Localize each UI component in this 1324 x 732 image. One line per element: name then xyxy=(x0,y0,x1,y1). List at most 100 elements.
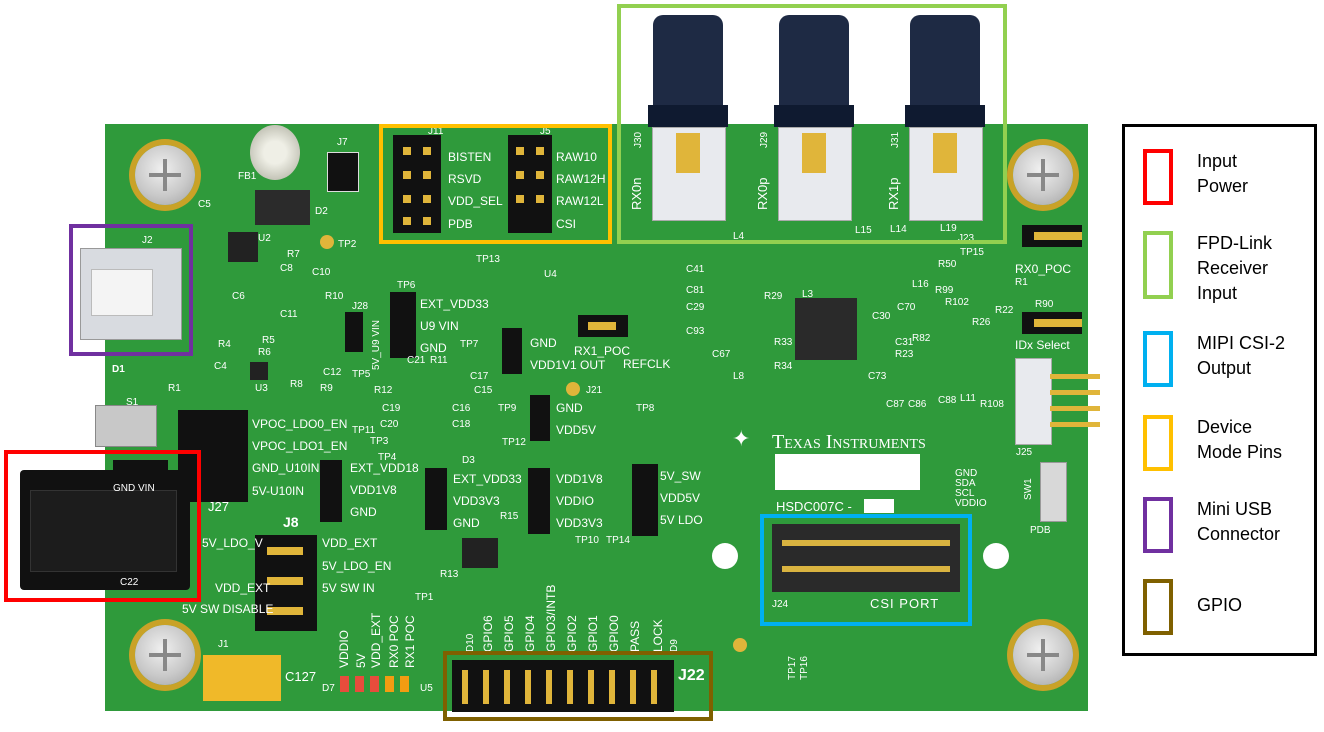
ref-r34: R34 xyxy=(774,361,793,372)
ref-fb1: FB1 xyxy=(238,171,257,182)
ref-j21: TP8 xyxy=(636,403,655,414)
ref-tp9: TP12 xyxy=(502,437,526,448)
header-j13 xyxy=(530,395,550,441)
header-j5 xyxy=(508,135,552,233)
legend-item-input-power: Input Power xyxy=(1143,149,1277,205)
ref-r1: R1 xyxy=(168,383,181,394)
ref-l11: L14 xyxy=(890,224,907,235)
ref-c5: C5 xyxy=(198,199,211,210)
ref-r108: R108 xyxy=(980,399,1004,410)
ref-l8: L11 xyxy=(960,393,976,404)
legend-label-fpd-link: FPD-Link Receiver Input xyxy=(1197,233,1273,303)
callout-input-power xyxy=(4,450,201,602)
coax-connector-rx0n xyxy=(648,15,728,221)
mounting-hole-right xyxy=(983,543,1009,569)
legend-swatch-mipi-csi2 xyxy=(1143,331,1173,387)
header-j7 xyxy=(327,152,359,192)
ref-tp8: TP13 xyxy=(476,254,500,265)
ref-tp10: TP14 xyxy=(606,535,630,546)
ref-c4: C4 xyxy=(214,361,227,372)
ref-r22: R50 xyxy=(938,259,957,270)
ref-c15: C19 xyxy=(382,403,401,414)
legend-item-fpd-link: FPD-Link Receiver Input xyxy=(1143,231,1287,306)
ref-r26: R1 xyxy=(1015,277,1028,288)
callout-gpio xyxy=(443,651,713,721)
ref-c8: C8 xyxy=(280,263,293,274)
ref-c81: C81 xyxy=(686,285,705,296)
legend-swatch-input-power xyxy=(1143,149,1173,205)
ref-r6: R6 xyxy=(258,347,271,358)
header-j8 xyxy=(255,535,317,631)
ref-d7: U5 xyxy=(420,683,433,694)
ref-j28: J28 xyxy=(352,301,369,312)
j16-label-0: VDD1V8 xyxy=(556,472,603,486)
gpio-label-gpio5: GPIO5 xyxy=(502,615,516,652)
ref-r5: R5 xyxy=(262,335,275,346)
ref-tp15: J23 xyxy=(958,233,975,244)
ref-r4: R4 xyxy=(218,339,231,350)
ref-r13: R15 xyxy=(500,511,519,522)
ref-r9: R9 xyxy=(320,383,333,394)
ref-u4: R13 xyxy=(440,569,459,580)
ref-tp13: U4 xyxy=(544,269,557,280)
power-inductor-d2 xyxy=(255,190,310,225)
legend-label-input-power: Input Power xyxy=(1197,151,1249,196)
gpio-label-gpio1: GPIO1 xyxy=(586,615,600,652)
j3-label-2: GND_U10IN xyxy=(252,461,320,475)
led-label-vdd-ext: VDD_EXT xyxy=(369,612,383,668)
ref-l4: L8 xyxy=(733,371,745,382)
ref-c29: C29 xyxy=(686,302,705,313)
j14-label-gnd: GND xyxy=(530,336,557,350)
ref-l14: L15 xyxy=(855,225,872,236)
led-label-vddio: VDDIO xyxy=(337,629,351,668)
connector-j25-pins xyxy=(1050,370,1105,430)
j12-label-2: GND xyxy=(453,516,480,530)
coax-connector-rx0p xyxy=(774,15,854,221)
ref-tp14: TP1 xyxy=(415,592,434,603)
mounting-screw-top-right xyxy=(1013,145,1073,205)
ref-tp4: TP3 xyxy=(370,436,389,447)
connector-j25 xyxy=(1015,358,1052,445)
ref-r35: R23 xyxy=(895,349,914,360)
jumper-gnd-vin xyxy=(113,460,168,480)
j10-label-0: 5V_SW xyxy=(660,469,701,483)
via-ring xyxy=(733,638,747,652)
ref-d1: D1 xyxy=(112,364,125,375)
ref-r102: TP15 xyxy=(960,247,984,258)
ref-s1: S1 xyxy=(126,397,139,408)
ref-c70: C30 xyxy=(872,311,891,322)
ref-c31: R102 xyxy=(945,297,969,308)
header-j28 xyxy=(345,312,363,352)
header-j9 xyxy=(390,292,416,358)
ref-r99: R22 xyxy=(995,305,1014,316)
j8-left-label-2: 5V SW DISABLE xyxy=(182,602,274,616)
ref-c41: C41 xyxy=(686,264,705,275)
legend-label-device-mode-pins: Device Mode Pins xyxy=(1197,417,1283,462)
legend-panel: Input Power FPD-Link Receiver Input MIPI… xyxy=(1122,124,1317,656)
mode-pin-vdd-sel: VDD_SEL xyxy=(448,194,503,208)
mounting-screw-bottom-right xyxy=(1013,625,1073,685)
ref-c17: C21 xyxy=(407,355,426,366)
ref-c20: C18 xyxy=(452,419,471,430)
ref-j22: J22 xyxy=(678,667,705,684)
switch-s1 xyxy=(95,405,157,447)
deserializer-u5 xyxy=(795,298,857,360)
ref-c67: C67 xyxy=(712,349,731,360)
label-refclk: REFCLK xyxy=(623,357,671,371)
j25-pin-sda: SDA xyxy=(955,478,976,489)
callout-device-mode-pins xyxy=(379,124,612,244)
j3-label-0: VPOC_LDO0_EN xyxy=(252,417,348,431)
header-j11 xyxy=(393,135,441,233)
mounting-screw-top-left xyxy=(135,145,195,205)
ref-tp6: C17 xyxy=(470,371,489,382)
j9-label-1: U9 VIN xyxy=(420,319,459,333)
ref-tp7: TP7 xyxy=(460,339,479,350)
mode-pin-bisten: BISTEN xyxy=(448,150,492,164)
ref-r7: R7 xyxy=(287,249,300,260)
mode-pin-rsvd: RSVD xyxy=(448,172,482,186)
j25-pin-scl: SCL xyxy=(955,488,975,499)
label-pdb: PDB xyxy=(1030,525,1051,536)
gpio-label-d10: D10 xyxy=(465,633,476,652)
header-j10 xyxy=(632,464,658,536)
j8-label-2: 5V SW IN xyxy=(322,581,375,595)
